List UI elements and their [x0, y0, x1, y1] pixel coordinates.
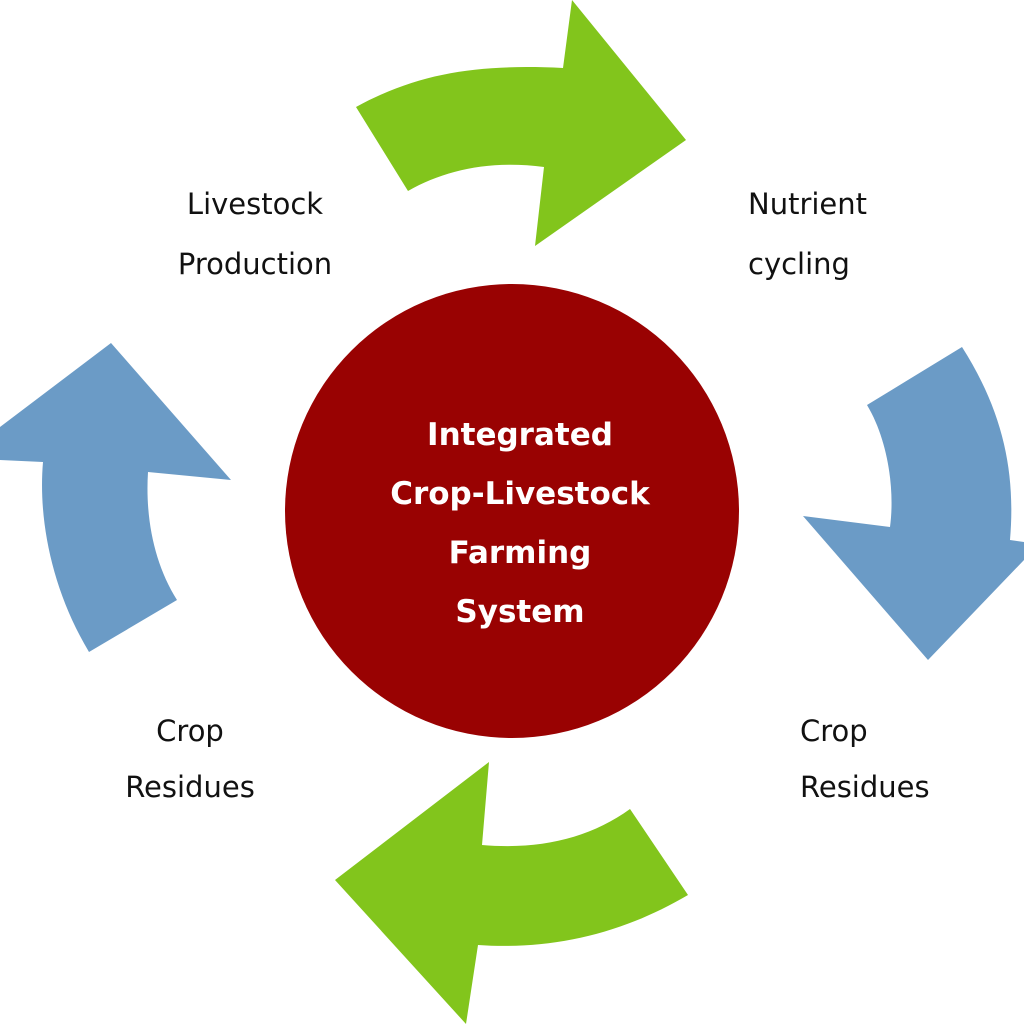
center-title: Integrated Crop-Livestock Farming System	[330, 406, 710, 642]
center-title-line: Farming	[448, 535, 592, 571]
label-line: cycling	[748, 247, 850, 281]
livestock-production-label: Livestock Production	[150, 174, 360, 294]
center-title-line: System	[455, 594, 585, 630]
label-line: Residues	[125, 770, 255, 804]
center-title-line: Crop-Livestock	[390, 476, 650, 512]
top-arrow	[356, 0, 686, 246]
center-title-line: Integrated	[427, 417, 613, 453]
bottom-arrow	[335, 762, 688, 1024]
label-line: Livestock	[186, 187, 324, 221]
label-line: Nutrient	[748, 187, 868, 221]
crop-residues-right-label: Crop Residues	[800, 703, 1000, 815]
label-line: Crop	[156, 714, 224, 748]
label-line: Crop	[800, 714, 868, 748]
label-line: Residues	[800, 770, 930, 804]
label-line: Production	[177, 247, 333, 281]
right-arrow	[803, 347, 1024, 660]
nutrient-cycling-label: Nutrient cycling	[748, 174, 948, 294]
left-arrow	[0, 343, 231, 652]
center-circle	[285, 284, 739, 738]
crop-residues-left-label: Crop Residues	[100, 703, 280, 815]
